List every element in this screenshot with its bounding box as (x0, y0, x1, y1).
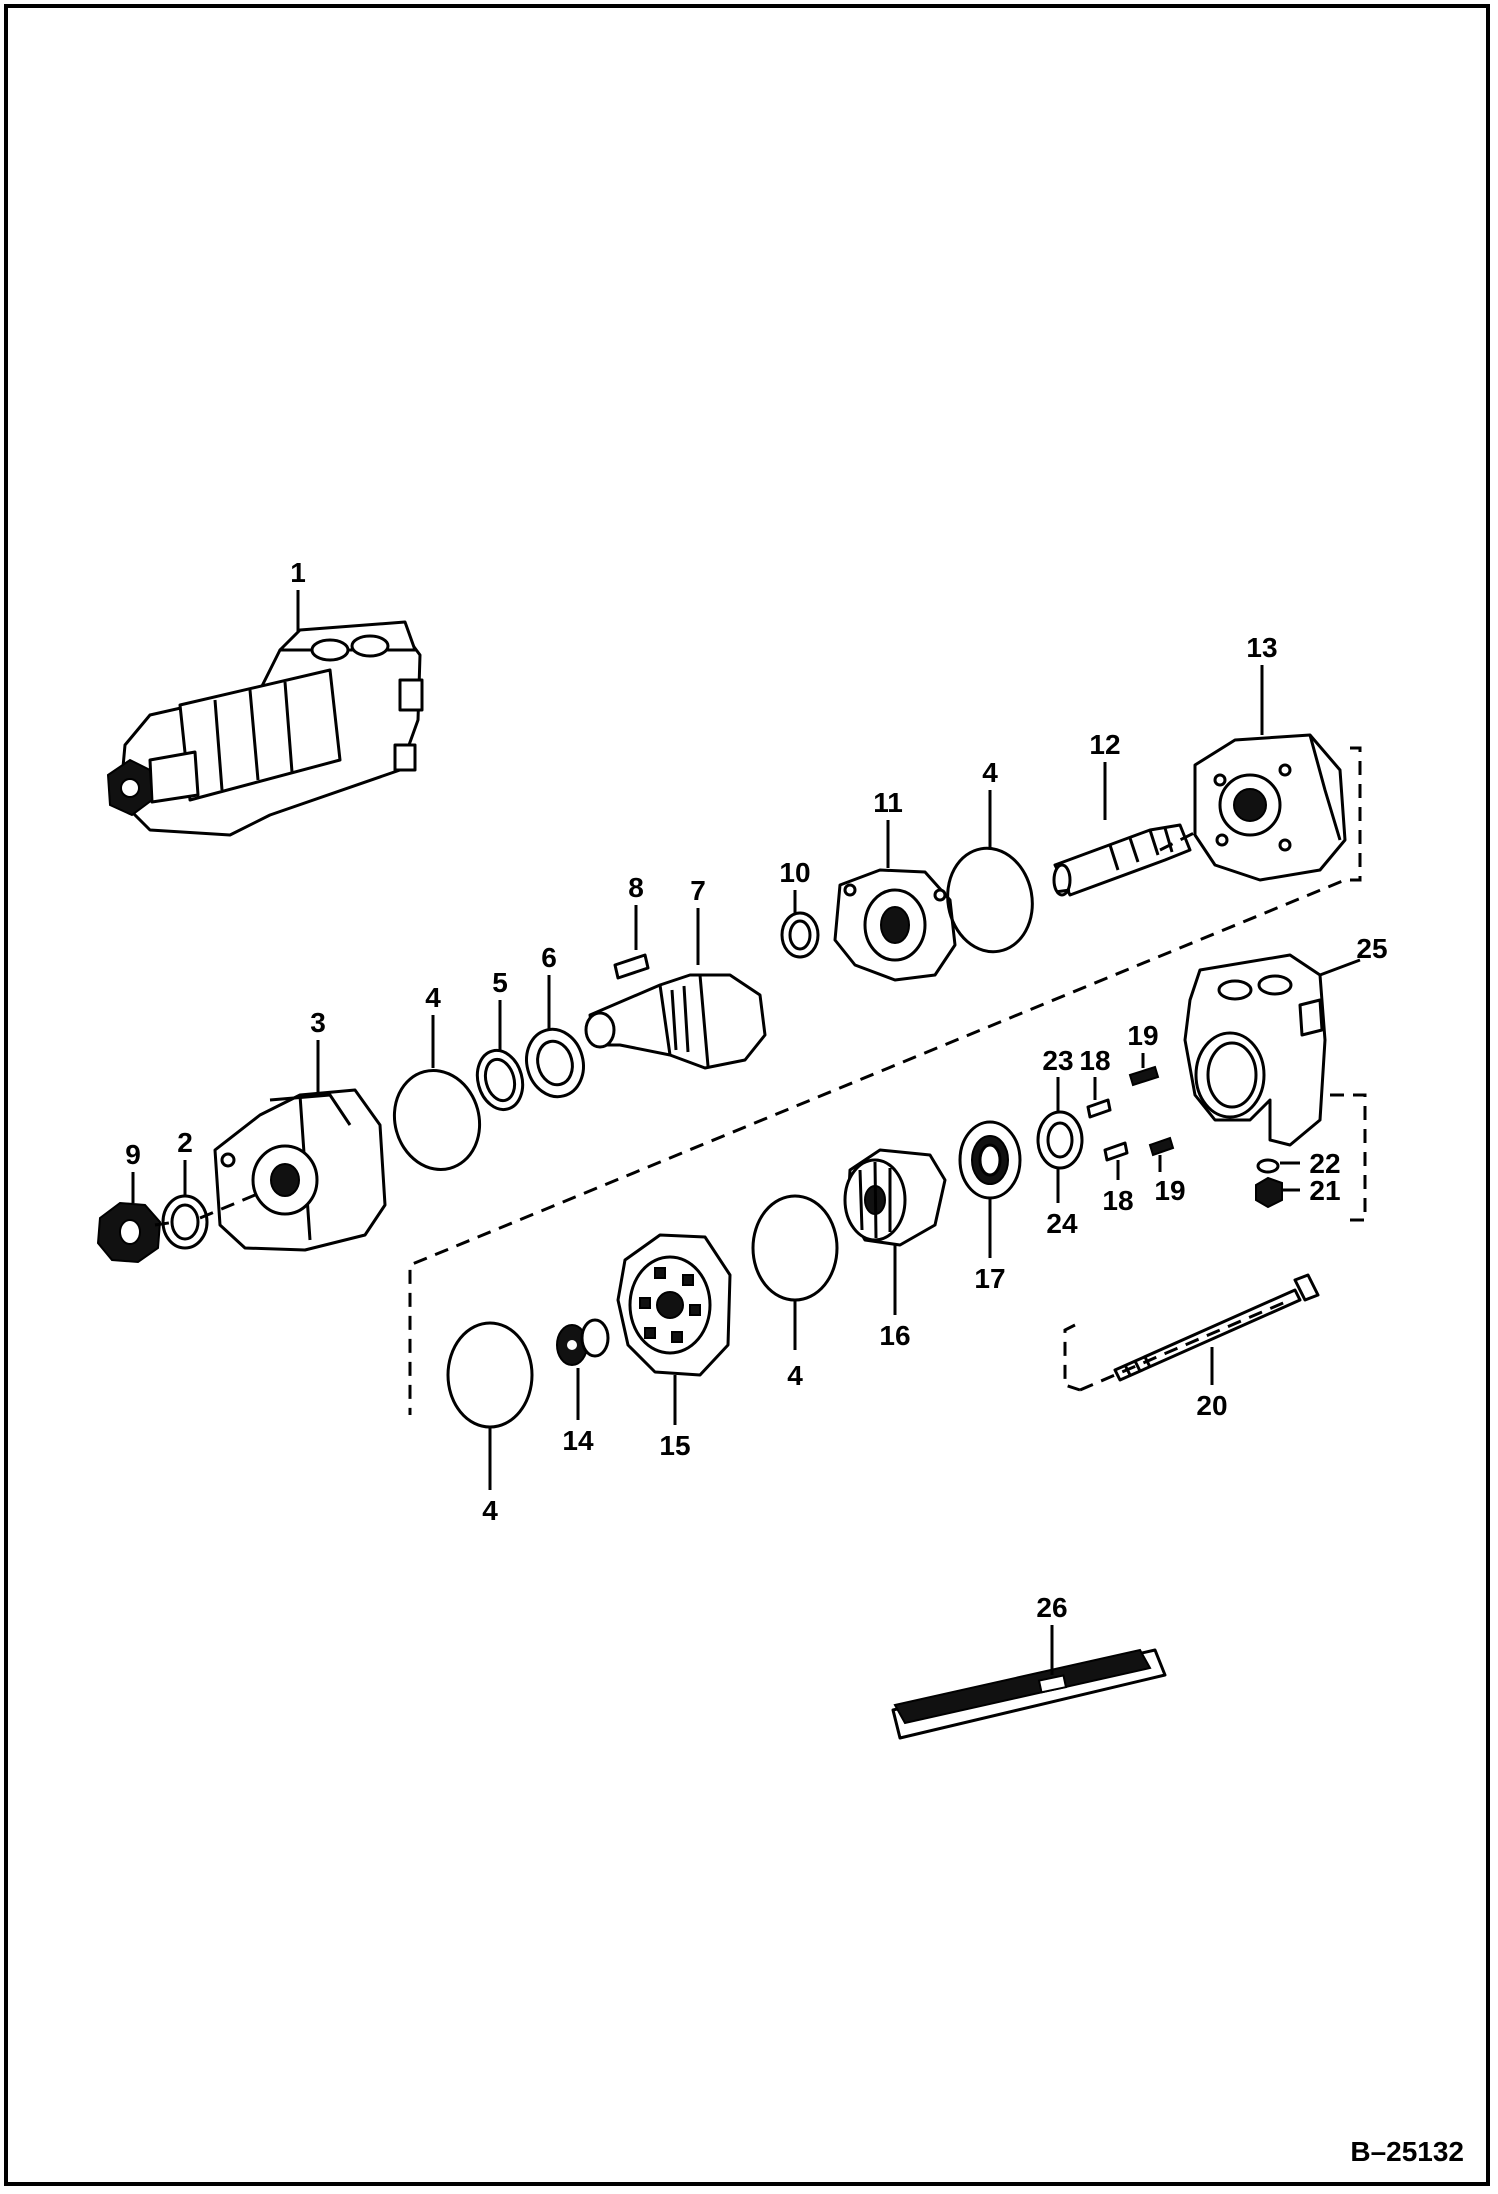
part-17-bearing (958, 1120, 1022, 1200)
callout-1: 1 (290, 557, 306, 588)
assembly-dashed-line-upper (408, 746, 1362, 1410)
figure-id: B–25132 (1350, 2136, 1464, 2167)
callout-19-lower: 19 (1154, 1175, 1185, 1206)
part-4-o-ring-upper-right (946, 846, 1034, 954)
callout-15: 15 (659, 1430, 690, 1461)
callout-4-upper: 4 (425, 982, 441, 1013)
part-6-bearing (525, 1027, 585, 1099)
part-4-o-ring-upper (392, 1068, 482, 1172)
part-18-pin-upper (1086, 1098, 1112, 1119)
part-2-seal (161, 1194, 209, 1250)
callout-9: 9 (125, 1139, 141, 1170)
axis-dashed-upper (154, 828, 1201, 1227)
part-4-o-ring-lower-middle (751, 1194, 839, 1302)
part-20-bolt (1113, 1273, 1320, 1382)
part-1-motor-assembly (106, 620, 424, 837)
part-22-washer (1256, 1158, 1280, 1174)
callout-26: 26 (1036, 1592, 1067, 1623)
callout-18-lower: 18 (1102, 1185, 1133, 1216)
part-19-spring-upper (1128, 1065, 1160, 1087)
callout-6: 6 (541, 942, 557, 973)
part-21-plug (1255, 1176, 1283, 1209)
callout-25: 25 (1356, 933, 1387, 964)
callout-17: 17 (974, 1263, 1005, 1294)
part-23-thrust-washer (1036, 1110, 1084, 1170)
callout-4-lower-middle: 4 (787, 1360, 803, 1391)
part-18-pin-lower (1103, 1141, 1129, 1162)
part-5-washer (475, 1048, 525, 1112)
part-13-end-cap (1193, 733, 1347, 882)
callout-4-upper-right: 4 (982, 757, 998, 788)
callout-23: 23 (1042, 1045, 1073, 1076)
callout-labels: 1 2 3 4 4 4 4 5 6 7 8 9 10 11 12 13 14 1… (125, 557, 1387, 1623)
callout-2: 2 (177, 1127, 193, 1158)
callout-12: 12 (1089, 729, 1120, 760)
part-26-seal-kit (891, 1648, 1167, 1740)
callout-8: 8 (628, 872, 644, 903)
callout-18-upper: 18 (1079, 1045, 1110, 1076)
part-10-small-seal (780, 911, 820, 959)
callout-21: 21 (1309, 1175, 1340, 1206)
callout-4-lower-left: 4 (482, 1495, 498, 1526)
callout-22: 22 (1309, 1148, 1340, 1179)
callout-24: 24 (1046, 1208, 1078, 1239)
part-14-gear (556, 1318, 610, 1366)
part-15-gerotor (616, 1233, 732, 1377)
callout-20: 20 (1196, 1390, 1227, 1421)
part-11-bearing-housing (833, 868, 957, 982)
part-16-valve (843, 1148, 947, 1247)
callout-10: 10 (779, 857, 810, 888)
callout-7: 7 (690, 875, 706, 906)
callout-19-upper: 19 (1127, 1020, 1158, 1051)
part-8-key (613, 953, 650, 980)
part-12-drive-shaft (1052, 823, 1192, 897)
part-25-valve-housing (1183, 953, 1327, 1147)
callout-5: 5 (492, 967, 508, 998)
callout-11: 11 (873, 787, 903, 818)
callout-14: 14 (562, 1425, 594, 1456)
part-4-o-ring-lower-left (446, 1321, 534, 1429)
callout-13: 13 (1246, 632, 1277, 663)
part-7-output-shaft (584, 973, 767, 1070)
callout-3: 3 (310, 1007, 326, 1038)
part-9-nut (96, 1201, 162, 1264)
part-19-spring-lower (1148, 1136, 1175, 1157)
part-3-housing (213, 1088, 387, 1252)
callout-16: 16 (879, 1320, 910, 1351)
leader-lines (131, 590, 1361, 1675)
bolt-dashed-bracket (1063, 1298, 1291, 1392)
assembly-dashed-line-lower (408, 1093, 1367, 1415)
